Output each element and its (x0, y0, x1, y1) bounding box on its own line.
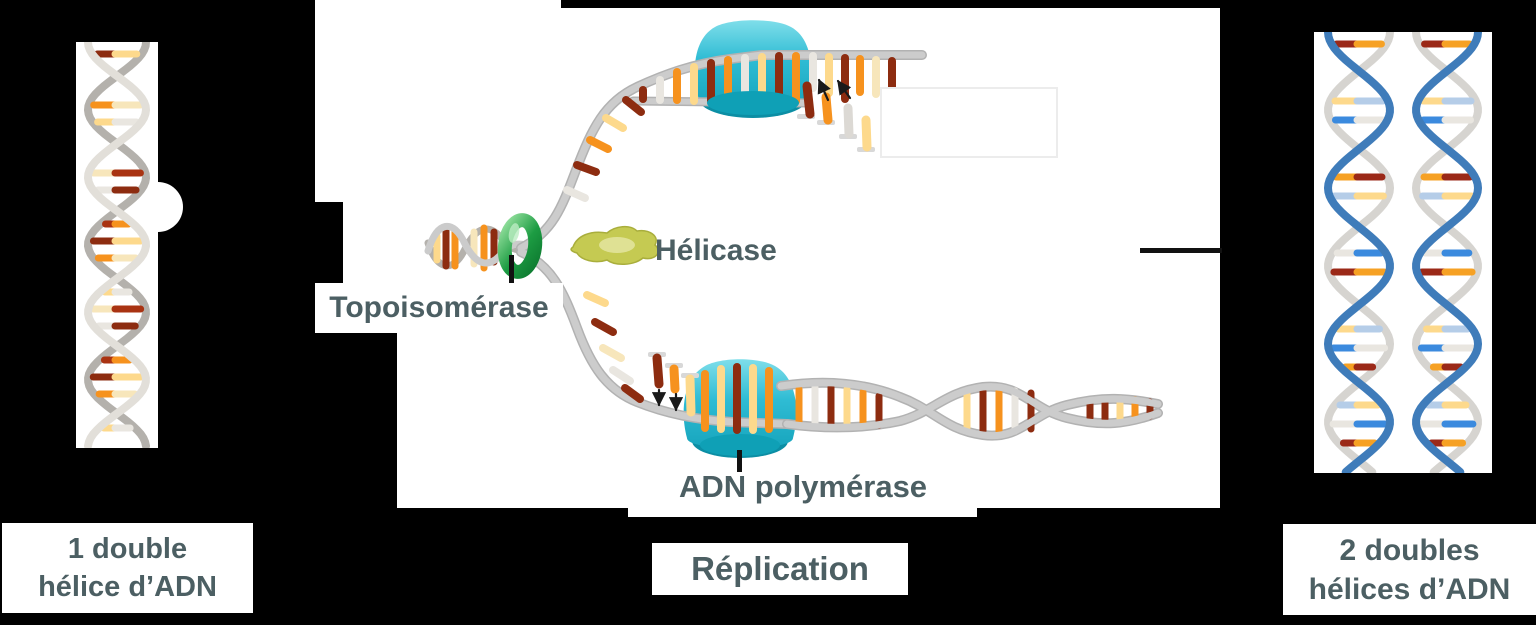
free-nucleotides-bottom (648, 352, 699, 417)
helicase-label: Hélicase (655, 234, 835, 274)
left-caption-line2: hélice d’ADN (38, 571, 217, 603)
polymerase-top-rim (707, 91, 799, 115)
topoisomerase-ring-icon (497, 213, 543, 279)
annotation-empty-box (880, 87, 1058, 158)
incoming-dna-helix (424, 222, 531, 272)
polymerase-bottom-rim (700, 434, 780, 456)
left-caption: 1 double hélice d’ADN (2, 523, 253, 613)
left-caption-line1: 1 double (67, 533, 188, 565)
new-double-helix (776, 377, 1163, 441)
upper-branch-rungs (563, 52, 896, 202)
topoisomerase-label: Topoisomérase (315, 283, 563, 333)
replication-fork-illustration (424, 20, 1163, 472)
single-dna-helix-illustration (83, 42, 151, 448)
free-nucleotides-top (797, 78, 875, 152)
double-dna-helices-illustration (1323, 32, 1483, 473)
dna-polymerase-label: ADN polymérase (670, 469, 936, 509)
pointer-line-polymerase (737, 450, 742, 472)
replication-label: Réplication (652, 543, 908, 595)
central-panel-bottom-edge (628, 508, 977, 517)
lower-branch-rungs (583, 291, 773, 434)
helicase-blob-icon (570, 225, 659, 265)
connector-line (1140, 248, 1222, 253)
right-caption-line2: hélices d’ADN (1308, 572, 1511, 606)
right-caption: 2 doubles hélices d’ADN (1283, 524, 1536, 615)
helicase-label-text: Hélicase (655, 234, 777, 267)
topoisomerase-label-text: Topoisomérase (329, 291, 549, 324)
right-caption-line1: 2 doubles (1339, 533, 1480, 567)
pointer-line-topoisomerase (509, 255, 514, 285)
dna-polymerase-label-text: ADN polymérase (678, 469, 928, 504)
replication-label-text: Réplication (691, 550, 869, 587)
